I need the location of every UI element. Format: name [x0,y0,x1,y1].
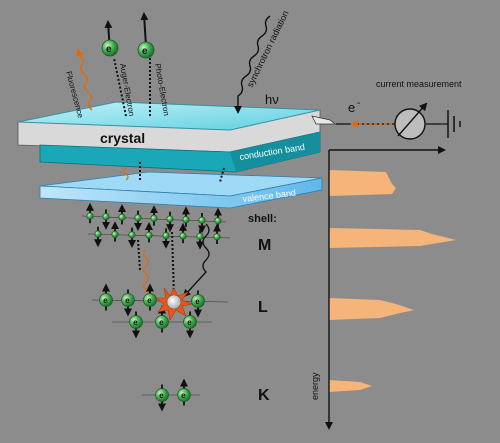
m-shell-electron [118,204,126,225]
incoming-photon-wave [182,223,210,298]
hv-label: hν [265,92,279,107]
spectrum-peak-l [329,298,414,320]
l-shell-electron: e [129,311,143,339]
energy-spectrum [325,146,456,430]
svg-text:e: e [187,318,192,327]
energy-axis-label: energy [310,372,320,400]
m-shell-electron [86,202,94,224]
m-shell-electron [196,229,204,250]
crystal-label: crystal [100,130,145,146]
fluorescence-photon [76,48,93,111]
l-shell-electron: e [191,290,205,318]
auger-path [113,57,127,117]
auger-electron: e [101,20,119,57]
m-shell-electron [162,228,170,249]
m-shell-electron [166,211,174,233]
svg-text:e: e [125,296,130,305]
m-shell-electron [128,227,136,248]
valence-band-slab [39,171,323,209]
m-shell-electron [94,226,102,248]
crystal-slab [17,101,337,173]
current-electron-symbol: e [348,100,355,115]
l-excitation-path [171,231,175,297]
photon-transit [219,167,225,183]
core-hole-burst [155,287,194,321]
l-shell-electron: e [183,311,197,339]
shell-k-label: K [258,387,270,404]
svg-text:e: e [147,296,152,305]
l-shell-electrons: e e e e e e e [91,283,229,339]
shell-heading: shell: [248,213,277,225]
svg-text:e: e [195,297,200,306]
spectrum-peak-m2 [329,228,456,248]
k-shell-electron: e [155,384,169,412]
m-shell-electron [179,222,187,244]
l-shell-electron: e [155,305,169,333]
svg-text:e: e [103,296,108,305]
l-shell-electron: e [143,283,157,311]
svg-text:e: e [181,391,186,400]
current-measurement-label: current measurement [376,79,462,89]
svg-text:e: e [142,46,148,57]
shell-m-label: M [258,237,271,254]
m-shell-electron [111,221,119,242]
current-electron-superscript: - [357,98,360,109]
m-shell-electron [102,209,110,230]
ammeter-icon [394,102,428,140]
l-shell-electron: e [99,283,113,311]
svg-text:e: e [106,44,112,55]
m-to-l-fluorescence [142,249,154,302]
m-shell-electron [150,205,158,226]
m-shell-electrons [81,202,231,250]
m-shell-electron [145,222,153,243]
shell-l-label: L [258,299,268,316]
m-shell-electron [198,213,206,234]
m-shell-electron [182,206,190,227]
svg-text:e: e [159,391,164,400]
l-shell-electron: e [121,289,135,317]
m-shell-electron [213,223,221,244]
m-shell-electron [214,207,222,228]
m-shell-electron [134,210,142,231]
m-auger-path [137,239,141,271]
spectrum-peak-k [329,380,372,392]
synchrotron-wave [234,15,271,114]
photo-electron: e [137,12,155,59]
k-shell-electron: e [177,378,191,406]
spectrum-peak-m1 [329,170,396,196]
svg-text:e: e [133,318,138,327]
svg-text:e: e [159,318,164,327]
synchrotron-label: synchrotron radiation [245,9,291,89]
fluorescence-transit [123,167,129,181]
